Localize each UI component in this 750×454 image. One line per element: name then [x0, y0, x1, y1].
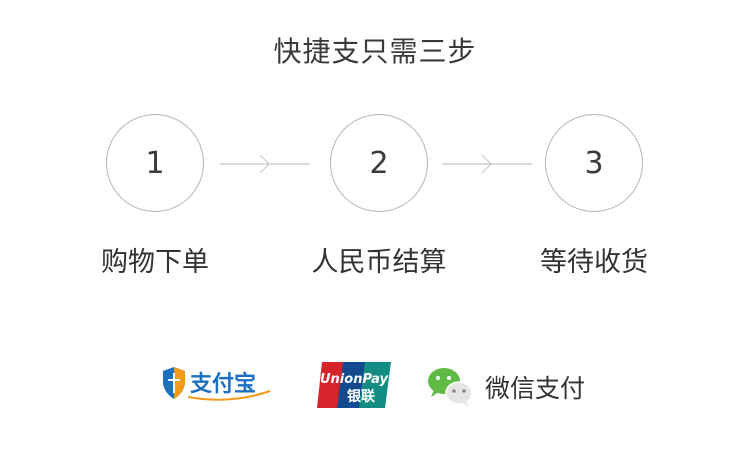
alipay-logo: 支付宝 — [163, 367, 271, 401]
wechat-icon — [428, 368, 473, 406]
step-3-number: 3 — [584, 145, 604, 181]
alipay-text: 支付宝 — [190, 371, 256, 397]
step-3-circle: 3 — [545, 114, 643, 212]
step-3-label: 等待收货 — [540, 247, 648, 278]
unionpay-text: UnionPay — [320, 372, 389, 387]
unionpay-logo: UnionPay 银联 — [317, 362, 391, 408]
step-2-circle: 2 — [330, 114, 428, 212]
step-1-label: 购物下单 — [101, 247, 209, 278]
step-1-circle: 1 — [106, 114, 204, 212]
step-2-label: 人民币结算 — [311, 247, 447, 278]
wechat-pay-label: 微信支付 — [485, 374, 586, 403]
step-1-number: 1 — [145, 145, 165, 181]
arrow-right-icon — [442, 154, 532, 174]
arrow-right-icon — [220, 154, 310, 174]
unionpay-cn-text: 银联 — [347, 388, 376, 405]
page-title: 快捷支只需三步 — [273, 35, 477, 68]
step-2-number: 2 — [369, 145, 389, 181]
